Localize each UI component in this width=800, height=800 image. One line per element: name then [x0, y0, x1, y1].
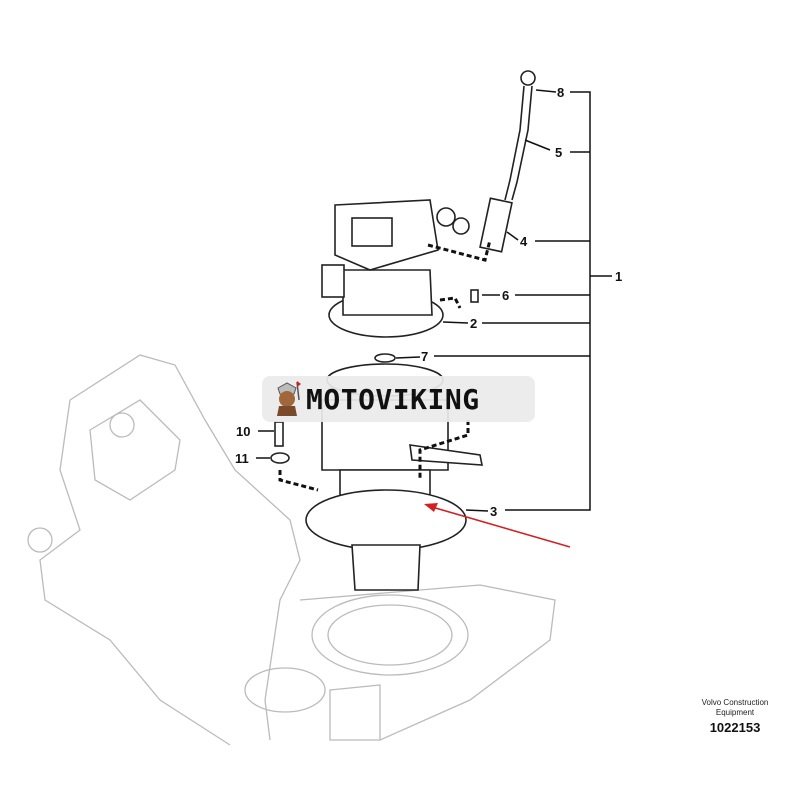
callout-4: 4: [520, 234, 528, 249]
assembly-lines: [278, 239, 492, 492]
leader-lines: [256, 89, 612, 512]
callout-11: 11: [235, 451, 249, 466]
callout-1: 1: [615, 269, 622, 284]
red-arrow-icon: [424, 503, 571, 548]
watermark-text: MOTOVIKING: [306, 382, 480, 416]
chassis-frame: [27, 354, 556, 746]
swing-motor: [321, 199, 470, 338]
publisher-credit: Volvo Construction Equipment: [701, 698, 769, 717]
oil-pipe: [479, 70, 536, 253]
callout-6: 6: [502, 288, 509, 303]
callout-2: 2: [470, 316, 477, 331]
watermark: MOTOVIKING: [262, 376, 535, 422]
viking-logo-icon: [277, 381, 301, 416]
callout-10: 10: [236, 424, 250, 439]
callout-7: 7: [421, 349, 428, 364]
callout-8: 8: [557, 85, 564, 100]
bolts: [270, 289, 479, 464]
callout-3: 3: [490, 504, 497, 519]
document-number: 1022153: [709, 720, 761, 735]
callout-5: 5: [555, 145, 562, 160]
